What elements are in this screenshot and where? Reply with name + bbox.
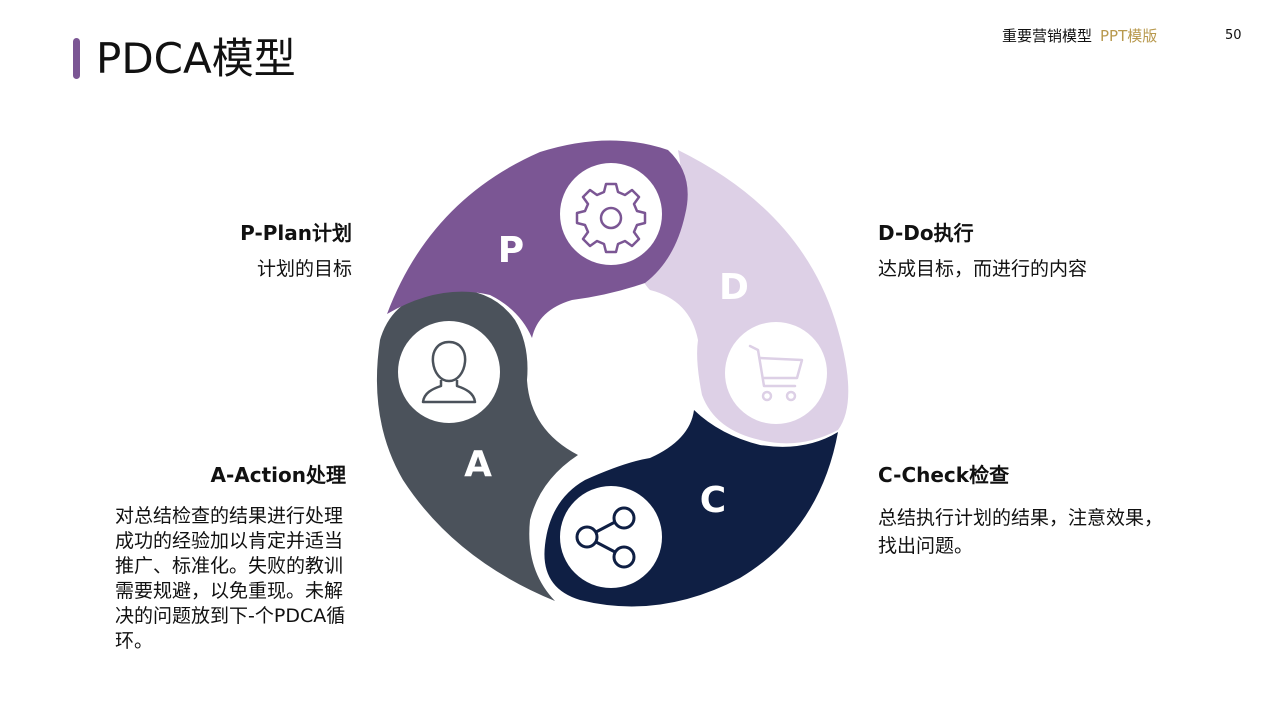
header-main-text: 重要营销模型 — [1002, 27, 1093, 45]
header-accent-text: PPT模版 — [1100, 27, 1158, 45]
gear-icon — [575, 182, 647, 254]
page-number: 50 — [1225, 28, 1242, 43]
action-heading: A-Action处理 — [210, 463, 346, 487]
check-text-block: C-Check检查 总结执行计划的结果，注意效果，找出问题。 — [878, 462, 1168, 560]
segment-letter-check: C — [700, 480, 726, 521]
title-accent-bar — [73, 38, 80, 79]
do-description: 达成目标，而进行的内容 — [878, 258, 1088, 280]
check-heading: C-Check检查 — [878, 463, 1010, 487]
segment-letter-action: A — [464, 444, 492, 485]
icon-circle-do — [725, 322, 827, 424]
cart-icon — [748, 344, 804, 402]
segment-letter-plan: P — [498, 230, 524, 271]
plan-text-block: P-Plan计划 计划的目标 — [240, 220, 352, 282]
icon-circle-action — [398, 321, 500, 423]
action-description: 对总结检查的结果进行处理成功的经验加以肯定并适当推广、标准化。失败的教训需要规避… — [115, 505, 346, 652]
plan-heading: P-Plan计划 — [240, 221, 352, 245]
action-text-block: A-Action处理 对总结检查的结果进行处理成功的经验加以肯定并适当推广、标准… — [115, 462, 355, 654]
plan-description: 计划的目标 — [256, 258, 352, 280]
do-text-block: D-Do执行 达成目标，而进行的内容 — [878, 220, 1087, 282]
do-heading: D-Do执行 — [878, 221, 974, 245]
share-icon — [575, 506, 636, 569]
segment-letter-do: D — [719, 267, 749, 308]
icon-circle-check — [560, 486, 662, 588]
check-description: 总结执行计划的结果，注意效果，找出问题。 — [878, 507, 1164, 557]
user-icon — [421, 340, 477, 404]
page-title: PDCA模型 — [96, 34, 296, 83]
icon-circle-plan — [560, 163, 662, 265]
header-caption: 重要营销模型 PPT模版 — [1002, 26, 1157, 46]
